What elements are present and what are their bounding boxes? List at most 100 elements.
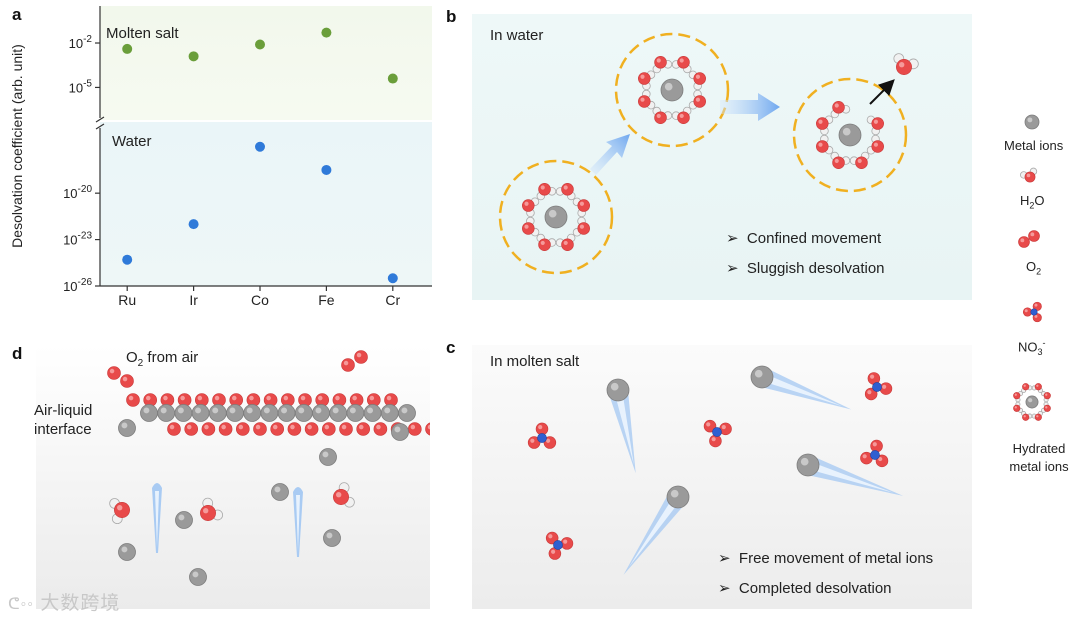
oxygen-highlight — [873, 142, 879, 147]
legend-no3: NO3- — [1018, 338, 1046, 357]
oxygen-atom — [1043, 404, 1051, 412]
metal-ion-highlight — [548, 209, 557, 218]
water-region — [100, 122, 432, 286]
oxygen-atom — [1022, 383, 1030, 391]
oxygen-highlight — [1014, 393, 1017, 396]
oxygen-atom — [341, 358, 355, 372]
oxygen-atom — [879, 382, 893, 395]
oxygen-highlight — [186, 424, 192, 430]
molten-salt-point-ru — [122, 43, 133, 54]
legend-icons — [1013, 114, 1051, 421]
oxygen-highlight — [640, 97, 645, 102]
oxygen-highlight — [695, 74, 701, 79]
metal-ion — [1025, 395, 1039, 409]
oxygen-atom — [287, 422, 302, 436]
oxygen-highlight — [872, 442, 877, 447]
metal-ion — [157, 404, 176, 422]
axis-break-mark — [95, 116, 105, 130]
panel-d-background — [36, 345, 430, 609]
legend-hydrated-metal-ions: Hydrated metal ions — [1009, 441, 1069, 474]
oxygen-highlight — [386, 395, 392, 401]
molten-salt-point-cr — [387, 73, 398, 84]
metal-ion-highlight — [178, 514, 185, 521]
oxygen-highlight — [563, 539, 568, 544]
oxygen-highlight — [546, 438, 551, 443]
oxygen-highlight — [563, 240, 568, 246]
release-arrow — [869, 79, 895, 105]
metal-ion — [243, 404, 262, 422]
panel-label-c: c — [446, 338, 456, 357]
oxygen-highlight — [656, 58, 661, 63]
metal-ion-highlight — [332, 407, 339, 414]
oxygen-atom — [1013, 392, 1021, 400]
metal-ion-highlight — [326, 532, 333, 539]
watermark-logo-icon: ᕦ◦◦ — [8, 596, 35, 613]
oxygen-highlight — [317, 395, 323, 401]
metal-ion-highlight — [664, 82, 673, 91]
oxygen-atom — [871, 117, 884, 130]
oxygen-highlight — [656, 113, 661, 119]
metal-ion — [346, 404, 365, 422]
x-tick-label-ru: Ru — [118, 292, 136, 308]
metal-ion-highlight — [160, 407, 167, 414]
water-point-cr — [387, 273, 398, 284]
hydration-shell — [792, 77, 908, 193]
panel-b-bullet-1: ➢ Confined movement — [726, 230, 882, 247]
oxygen-highlight — [352, 395, 357, 401]
metal-ion-highlight — [384, 407, 391, 414]
oxygen-highlight — [358, 424, 364, 430]
watermark: ᕦ◦◦ 大数跨境 — [8, 593, 121, 614]
oxygen-highlight — [197, 395, 203, 401]
oxygen-atom — [654, 56, 667, 69]
oxygen-atom — [577, 222, 590, 235]
oxygen-highlight — [369, 395, 375, 401]
oxygen-highlight — [540, 185, 545, 190]
oxygen-highlight — [1045, 406, 1048, 409]
oxygen-highlight — [540, 240, 545, 246]
oxygen-atom — [304, 422, 319, 436]
panel-label-a: a — [12, 5, 22, 24]
oxygen-highlight — [548, 534, 553, 539]
oxygen-atom — [114, 502, 130, 518]
x-tick-label-co: Co — [251, 292, 269, 308]
metal-ion-highlight — [143, 407, 150, 414]
metal-ion-highlight — [315, 407, 322, 414]
metal-ion — [312, 404, 330, 422]
oxygen-highlight — [524, 224, 529, 229]
metal-ion-highlight — [842, 127, 851, 136]
metal-ion-highlight — [195, 407, 202, 414]
oxygen-atom — [218, 422, 233, 436]
metal-ion-highlight — [229, 407, 236, 414]
oxygen-atom — [561, 238, 574, 251]
panel-c-bullet-1: ➢ Free movement of metal ions — [718, 550, 934, 567]
metal-ion-highlight — [394, 426, 401, 433]
oxygen-highlight — [857, 158, 862, 164]
oxygen-highlight — [307, 424, 312, 430]
water-point-fe — [321, 164, 332, 175]
oxygen-highlight — [249, 395, 254, 401]
oxygen-highlight — [1020, 238, 1025, 243]
oxygen-highlight — [695, 97, 701, 102]
motion-trail-core — [296, 495, 300, 552]
oxygen-highlight — [117, 505, 123, 511]
oxygen-highlight — [721, 425, 726, 430]
metal-ion-highlight — [754, 369, 763, 378]
y-top-tick-label: 10-2 — [69, 34, 93, 51]
metal-ion — [1024, 114, 1040, 130]
metal-ion-highlight — [274, 486, 281, 493]
oxygen-highlight — [862, 454, 867, 459]
oxygen-atom — [638, 72, 651, 85]
oxygen-atom — [253, 422, 267, 436]
oxygen-highlight — [524, 201, 529, 206]
oxygen-atom — [339, 422, 353, 436]
oxygen-highlight — [1036, 415, 1039, 418]
metal-ion — [544, 205, 568, 229]
oxygen-highlight — [834, 103, 839, 108]
bullet-arrow-icon: ➢ — [726, 230, 739, 247]
oxygen-highlight — [1036, 384, 1039, 387]
oxygen-atom — [693, 72, 706, 85]
nitrogen-atom — [1030, 308, 1038, 316]
oxygen-highlight — [579, 201, 585, 206]
oxygen-highlight — [204, 424, 209, 430]
air-liquid-interface-label: Air-liquid interface — [34, 402, 93, 438]
